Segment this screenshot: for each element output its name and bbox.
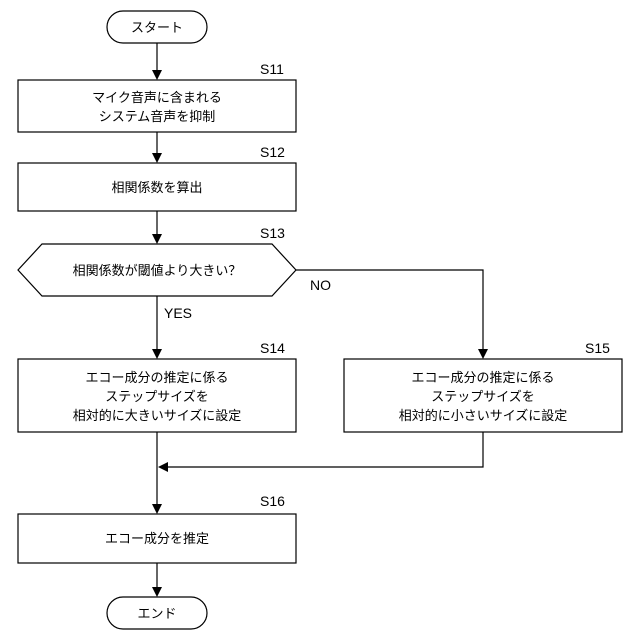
s14-line-3: 相対的に大きいサイズに設定 <box>73 408 242 424</box>
s11-line-1: マイク音声に含まれる <box>92 90 222 106</box>
s16-line-1: エコー成分を推定 <box>105 532 209 547</box>
branch-label-no: NO <box>310 277 331 293</box>
arrowhead-s12 <box>152 153 162 163</box>
step-label-s11: S11 <box>260 61 284 77</box>
arrowhead-s15 <box>478 349 488 359</box>
edge-s15-merge <box>166 432 483 467</box>
s15-line-3: 相対的に小さいサイズに設定 <box>399 408 568 424</box>
arrowhead-end <box>152 587 162 597</box>
process-s15: エコー成分の推定に係る ステップサイズを 相対的に小さいサイズに設定 <box>344 359 622 432</box>
s14-line-1: エコー成分の推定に係る <box>85 371 228 386</box>
decision-s13: 相関係数が閾値より大きい？ <box>18 244 296 296</box>
step-label-s15: S15 <box>585 340 610 356</box>
step-label-s13: S13 <box>260 225 285 241</box>
end-terminal: エンド <box>107 597 207 629</box>
process-s16: エコー成分を推定 <box>18 514 296 563</box>
step-label-s14: S14 <box>260 340 285 356</box>
arrowhead-s13 <box>152 234 162 244</box>
s13-line-1: 相関係数が閾値より大きい？ <box>73 263 242 279</box>
s12-line-1: 相関係数を算出 <box>111 181 202 196</box>
s15-line-2: ステップサイズを <box>431 389 535 405</box>
s14-line-2: ステップサイズを <box>105 389 209 405</box>
end-label: エンド <box>137 607 176 622</box>
arrowhead-s16 <box>152 504 162 514</box>
branch-label-yes: YES <box>164 305 192 321</box>
start-label: スタート <box>131 21 183 36</box>
arrowhead-merge <box>158 462 168 472</box>
arrowhead-s11 <box>152 70 162 80</box>
step-label-s16: S16 <box>260 493 285 509</box>
step-label-s12: S12 <box>260 144 285 160</box>
arrowhead-s14 <box>152 349 162 359</box>
process-s14: エコー成分の推定に係る ステップサイズを 相対的に大きいサイズに設定 <box>18 359 296 432</box>
s15-line-1: エコー成分の推定に係る <box>411 371 554 386</box>
s11-line-2: システム音声を抑制 <box>99 109 216 125</box>
process-s12: 相関係数を算出 <box>18 163 296 211</box>
process-s11: マイク音声に含まれる システム音声を抑制 <box>18 80 296 132</box>
start-terminal: スタート <box>107 11 207 43</box>
